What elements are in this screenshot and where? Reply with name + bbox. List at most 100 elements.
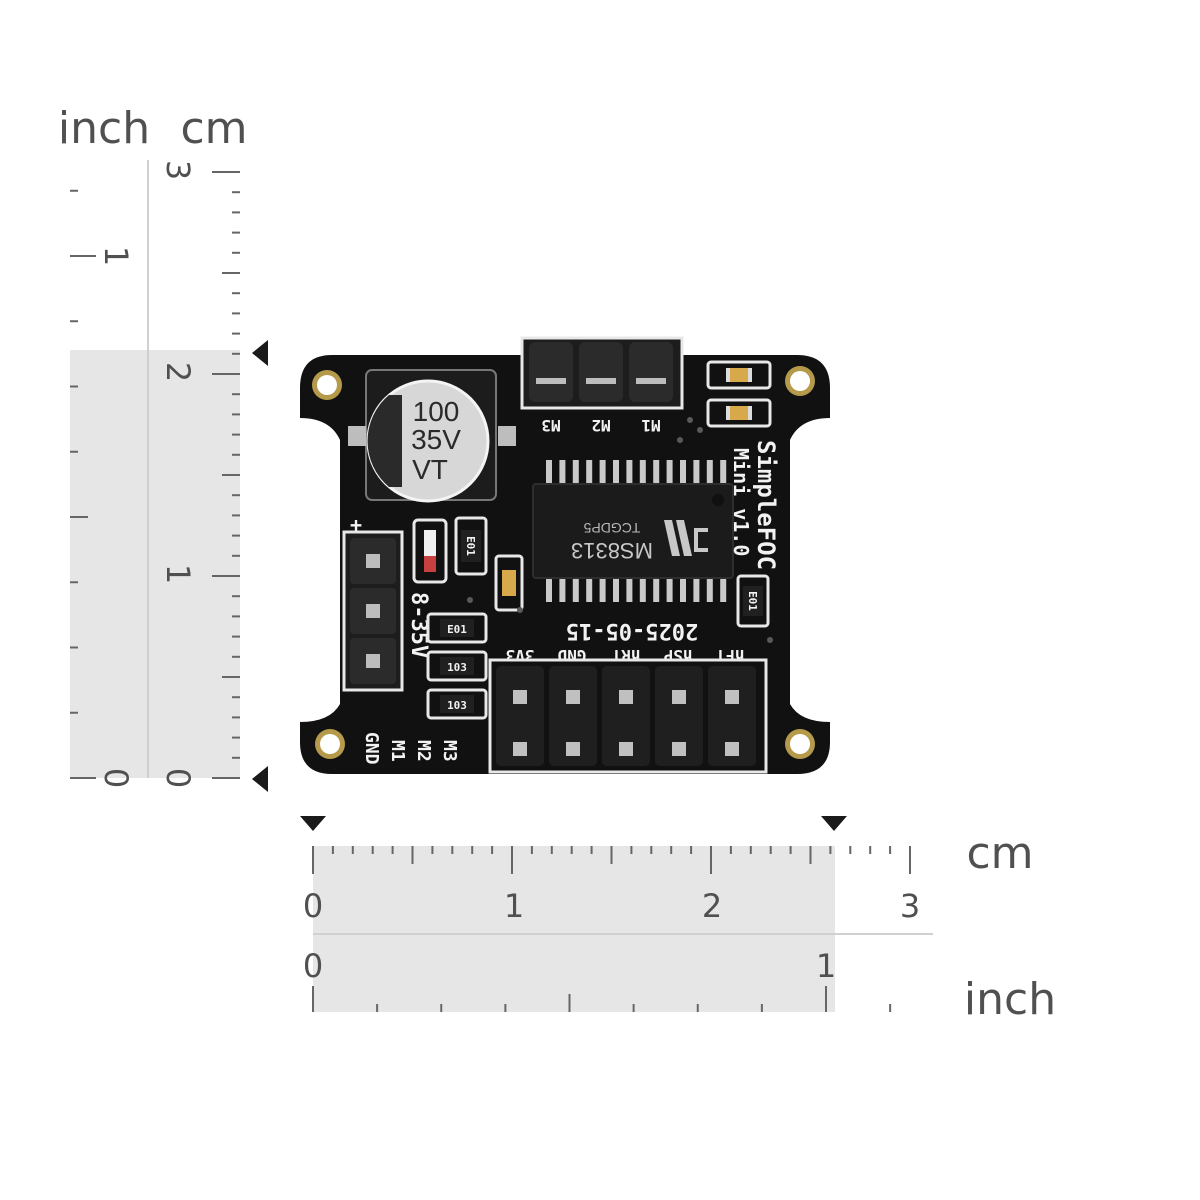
header-pin [513, 742, 527, 756]
ic-pin [653, 460, 660, 486]
horizontal-ruler-cm-label: 0 [303, 887, 323, 925]
motor-pin-label: M1 [641, 416, 660, 435]
horizontal-ruler: 0 1 2 3 0 1 cm inch [300, 816, 1056, 1025]
header-pin [725, 742, 739, 756]
vertical-ruler-inch-label: 0 [97, 768, 135, 788]
horizontal-marker-left-arrow [300, 816, 326, 831]
signal-header [488, 658, 768, 774]
bottom-pin-label: M3 [439, 740, 460, 762]
vertical-ruler-unit-inch: inch [58, 103, 150, 154]
smd-resistor: E01 [426, 612, 488, 644]
ic-pin [666, 576, 673, 602]
ic-pin [613, 460, 619, 486]
capacitor-voltage-label: 35V [411, 424, 461, 455]
ic-pin [639, 460, 646, 486]
driver-ic: MS8313 TCGDP5 [532, 460, 734, 602]
horizontal-ruler-cm-label: 2 [702, 887, 722, 925]
bottom-pin-label: M2 [413, 740, 434, 762]
header-pin [566, 742, 580, 756]
horizontal-ruler-highlight [313, 846, 835, 1012]
ic-pin [586, 576, 593, 602]
smd-resistor [706, 398, 772, 428]
ic-pin [720, 460, 727, 486]
header-pin [619, 742, 633, 756]
vertical-ruler-cm-label: 2 [159, 362, 197, 382]
ic-pin [639, 576, 646, 602]
header-pin [725, 690, 739, 704]
resistor-code-label: 103 [447, 699, 467, 712]
smd-resistor: 103 [426, 688, 488, 720]
vertical-marker-bottom-arrow [252, 766, 268, 792]
ic-pin [546, 576, 552, 602]
smd-resistor: 103 [426, 650, 488, 682]
smd-resistor: E01 [736, 574, 770, 628]
header-pin-label: nSP [664, 646, 693, 665]
resistor-code-label: E01 [464, 536, 477, 556]
bottom-pin-label: GND [361, 732, 382, 765]
ic-pin [653, 576, 660, 602]
vertical-ruler-cm-label: 0 [159, 768, 197, 788]
motor-pin-label: M3 [541, 416, 560, 435]
vertical-ruler-cm-label: 1 [159, 564, 197, 584]
mounting-hole [785, 366, 815, 396]
horizontal-ruler-cm-label: 1 [504, 887, 524, 925]
mounting-hole [785, 729, 815, 759]
smd-resistor [706, 360, 772, 390]
power-plus-label: + [350, 513, 362, 537]
board-date-code: 2025-05-15 [566, 618, 698, 643]
motor-pin-label: M2 [591, 416, 610, 435]
ic-pin [559, 460, 566, 486]
electrolytic-capacitor: 100 35V VT [348, 369, 516, 503]
ic-pin [720, 576, 727, 602]
ic-pin [599, 460, 606, 486]
vertical-ruler-unit-cm: cm [180, 103, 247, 154]
board-title: SimpleFOC [752, 440, 780, 570]
motor-header-top [520, 336, 684, 410]
status-led [412, 518, 448, 584]
ic-pin [559, 576, 566, 602]
header-pin [619, 690, 633, 704]
ic-pin [693, 460, 700, 486]
vertical-ruler-ticks [70, 171, 240, 779]
header-pin [672, 742, 686, 756]
mounting-hole [315, 729, 345, 759]
vertical-ruler-inch-label: 1 [97, 246, 135, 266]
horizontal-ruler-unit-inch: inch [964, 974, 1056, 1025]
pcb-vias [467, 417, 773, 643]
horizontal-marker-right-arrow [821, 816, 847, 831]
chip-brand-logo [664, 520, 708, 556]
horizontal-ruler-unit-cm: cm [966, 828, 1033, 879]
bottom-pin-label: M1 [387, 740, 408, 762]
power-header [342, 530, 404, 692]
ic-pin [586, 460, 593, 486]
ic-pin [706, 460, 713, 486]
ic-pin [546, 460, 552, 486]
ic-pin [680, 576, 686, 602]
ic-pin [680, 460, 686, 486]
resistor-code-label: E01 [447, 623, 467, 636]
ic-pin [693, 576, 700, 602]
chip-part-label: MS8313 [571, 538, 653, 563]
header-pin [672, 690, 686, 704]
resistor-array: E01 E01 103 103 [426, 516, 770, 720]
ic-pin [572, 576, 579, 602]
header-pin-label: 3V3 [506, 646, 535, 665]
capacitor-series-label: VT [412, 454, 448, 485]
ic-pins [546, 460, 727, 602]
header-pin-label: GND [558, 646, 587, 665]
ic-pin [666, 460, 673, 486]
vertical-ruler-highlight [70, 350, 240, 778]
header-pin-housing [655, 666, 703, 766]
pcb-board: 100 35V VT M3 M2 M1 [300, 336, 830, 774]
vertical-ruler: inch cm 0 1 2 3 0 1 [58, 103, 268, 792]
ic-pin [613, 576, 619, 602]
horizontal-ruler-cm-label: 3 [900, 887, 920, 925]
ic-pin [572, 460, 579, 486]
mounting-hole [312, 370, 342, 400]
resistor-code-label: E01 [746, 591, 759, 611]
ic-pin [626, 460, 633, 486]
smd-capacitor [494, 554, 524, 612]
ic-pin [599, 576, 606, 602]
resistor-code-label: 103 [447, 661, 467, 674]
